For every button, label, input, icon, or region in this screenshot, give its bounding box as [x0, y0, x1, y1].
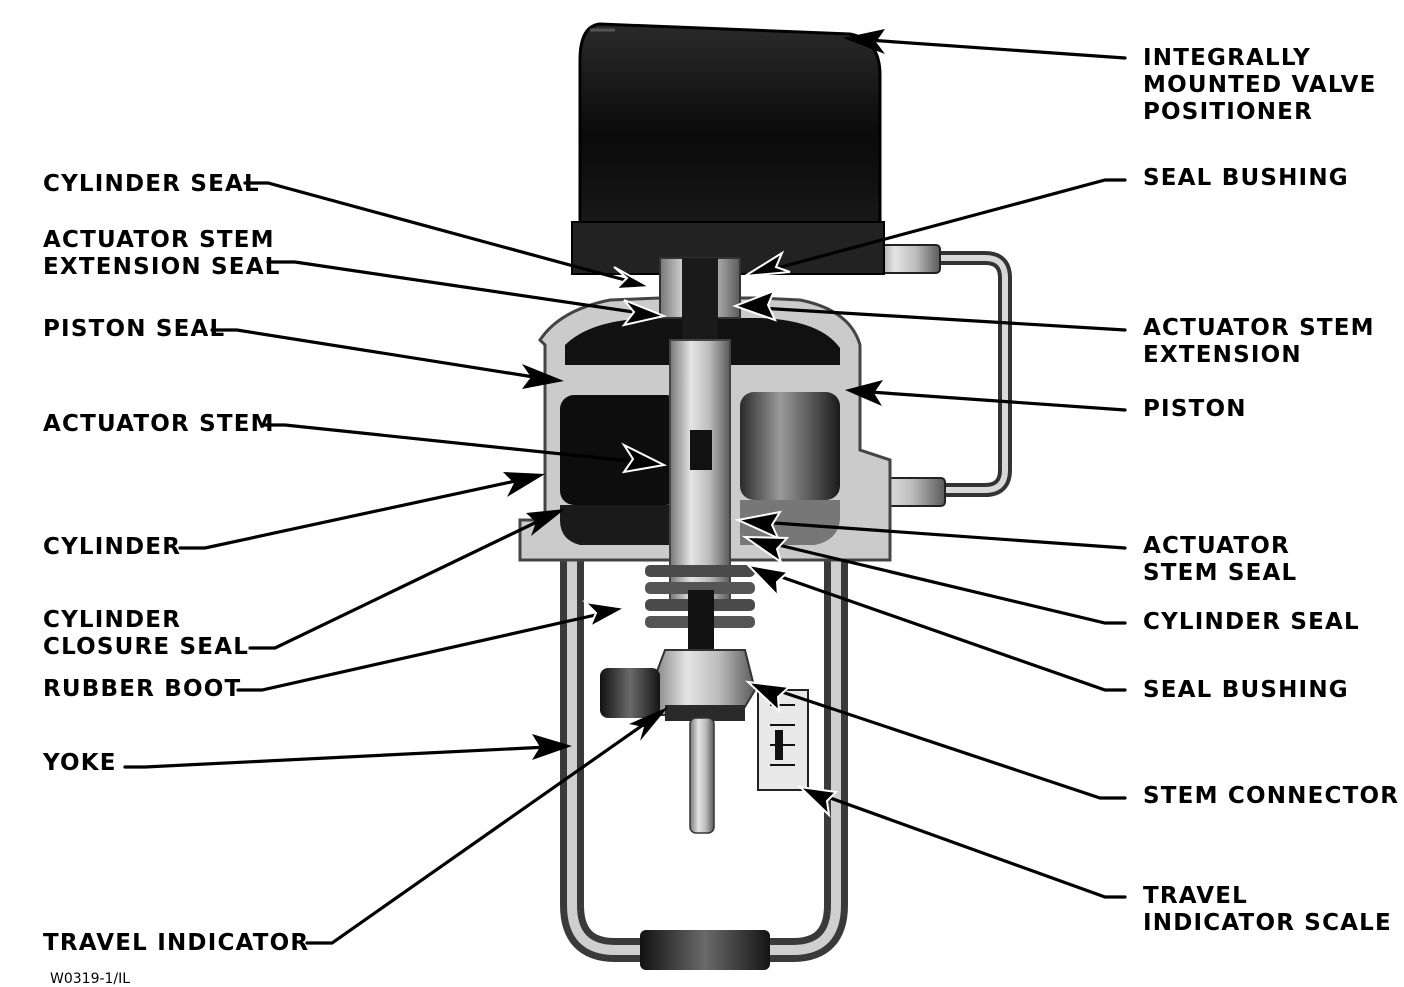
leader-piston-seal [210, 328, 542, 380]
arrow-travel-indicator-scale [797, 785, 839, 818]
label-cylinder-seal-top: CYLINDER SEAL [43, 171, 260, 197]
leader-actuator-stem-extension [758, 306, 1127, 332]
leader-rubber-boot [236, 612, 602, 692]
boot-shape [645, 565, 755, 628]
arrow-seal-bushing-bottom [745, 563, 791, 599]
leader-cylinder-seal-bottom [768, 541, 1127, 625]
arrow-piston [845, 380, 883, 406]
arrow-travel-indicator [629, 707, 668, 741]
arrow-cylinder-seal-top [613, 266, 654, 291]
label-piston-seal: PISTON SEAL [43, 316, 226, 342]
arrow-piston-seal [522, 364, 564, 389]
label-stem-connector: STEM CONNECTOR [1143, 783, 1400, 809]
leader-yoke [123, 745, 550, 769]
label-travel-indicator: TRAVEL INDICATOR [43, 930, 310, 956]
label-actuator-stem: ACTUATOR STEM [43, 411, 275, 437]
label-seal-bushing-bottom: SEAL BUSHING [1143, 677, 1349, 703]
leader-cylinder-seal-top [243, 181, 627, 282]
yoke-shape [560, 560, 848, 970]
arrow-cylinder-closure-seal [526, 509, 565, 536]
arrowheads [503, 29, 885, 818]
leader-seal-bushing-top [768, 178, 1127, 272]
leader-positioner [866, 38, 1127, 60]
leader-actuator-stem-seal [758, 520, 1127, 550]
leader-travel-indicator [305, 718, 652, 945]
leader-cylinder-closure-seal [248, 516, 547, 650]
leader-lines [123, 38, 1127, 945]
figure-id: W0319-1/IL [50, 971, 131, 987]
leader-piston [868, 390, 1127, 412]
arrow-actuator-stem-extension [732, 289, 777, 322]
leader-stem-connector [768, 686, 1127, 800]
label-seal-bushing-top: SEAL BUSHING [1143, 165, 1349, 191]
arrow-cylinder-seal-bottom [741, 535, 790, 565]
leader-cylinder [178, 478, 522, 550]
arrow-actuator-stem-seal [734, 510, 783, 541]
stem-shape [600, 257, 809, 834]
arrow-actuator-stem [621, 442, 668, 474]
positioner-shape [571, 22, 885, 275]
arrow-rubber-boot [582, 600, 629, 630]
leader-actuator-stem-extension-seal [266, 260, 642, 315]
arrow-cylinder [503, 472, 545, 497]
label-yoke: YOKE [43, 750, 117, 776]
arrow-positioner [843, 29, 885, 54]
leader-seal-bushing-bottom [768, 571, 1127, 692]
arrow-yoke [532, 734, 572, 760]
leader-travel-indicator-scale [820, 793, 1127, 899]
label-cylinder-seal-bottom: CYLINDER SEAL [1143, 609, 1360, 635]
arrow-actuator-stem-extension-seal [621, 299, 668, 327]
label-piston: PISTON [1143, 396, 1247, 422]
label-cylinder: CYLINDER [43, 534, 182, 560]
label-rubber-boot: RUBBER BOOT [43, 676, 242, 702]
arrow-seal-bushing-top [744, 250, 791, 277]
leader-actuator-stem [261, 423, 640, 464]
arrow-stem-connector [745, 680, 792, 714]
